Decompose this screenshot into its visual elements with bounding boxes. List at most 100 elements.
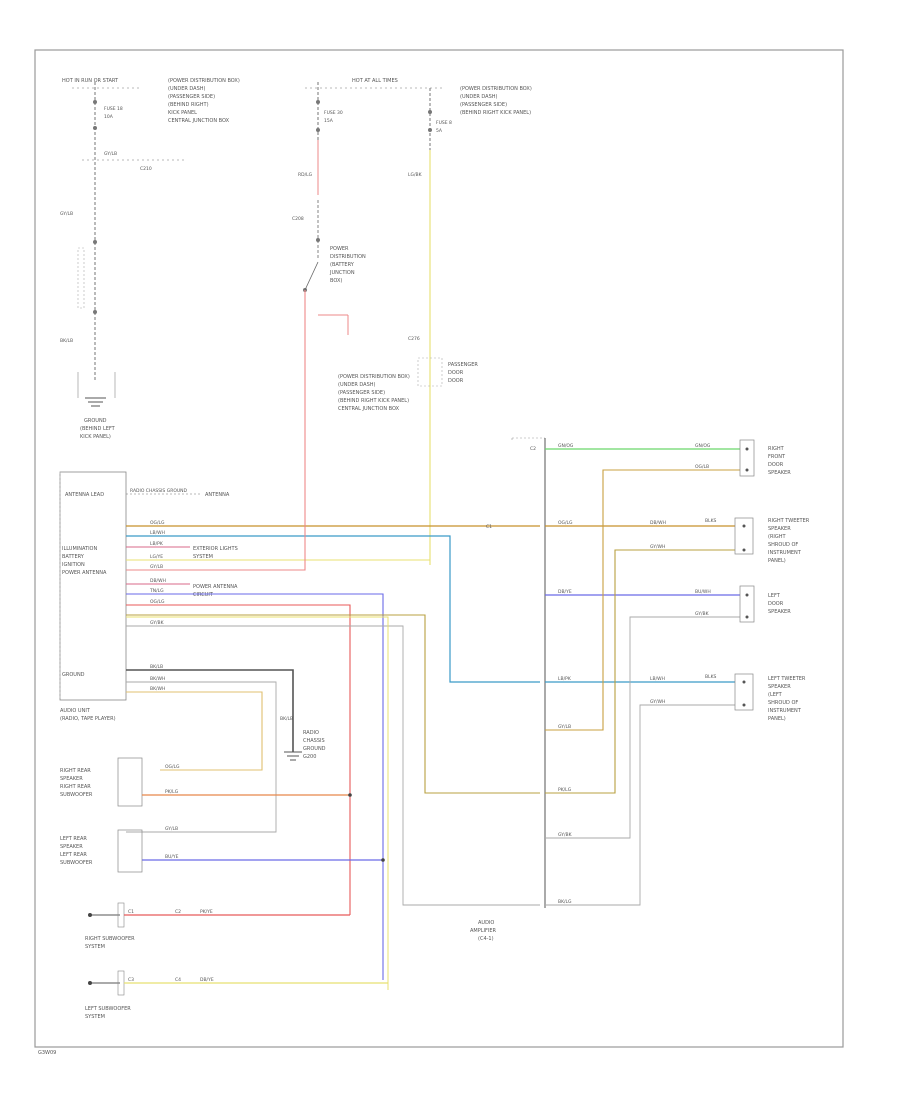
ground-device-1: CHASSIS [303, 738, 325, 744]
audio-unit-title: AUDIO UNIT [60, 708, 91, 714]
right-connector: C276 [408, 336, 420, 342]
left-connector: C210 [140, 166, 152, 172]
tr-tag: BLKS [705, 518, 717, 524]
amp-wire-2: DB/YE [558, 589, 572, 595]
radio-wire-7: OG/LG [150, 599, 165, 605]
rr-label-2: RIGHT REAR [60, 784, 91, 790]
middle-fuse-rating: 15A [324, 118, 334, 124]
amp-wire-0: GN/OG [558, 443, 574, 449]
middle-note-1: (UNDER DASH) [338, 382, 376, 388]
left-note-0: (POWER DISTRIBUTION BOX) [168, 78, 240, 84]
sub-left-wire: DB/YE [200, 977, 214, 983]
right-speakers: RIGHT FRONT DOOR SPEAKER GN/OG OG/LB BLK… [650, 439, 810, 722]
left-ground-label-2: KICK PANEL) [80, 434, 111, 440]
left-note-3: (BEHIND RIGHT) [168, 102, 209, 108]
amp-wire-5: PK/LG [558, 787, 572, 793]
middle-relay-note-0: POWER [330, 246, 349, 252]
radio-wire-4: GY/LB [150, 564, 163, 570]
left-wire-2: GY/LB [60, 211, 73, 217]
radio-wire-1: LB/WH [150, 530, 165, 536]
ground-device-0: RADIO [303, 730, 319, 736]
middle-relay-note-1: DISTRIBUTION [330, 254, 366, 260]
middle-connector: C208 [292, 216, 304, 222]
amp-wire-4: GY/LB [558, 724, 571, 730]
amp-conn-right: C2 [530, 446, 536, 452]
antenna-lead-label: ANTENNA LEAD [65, 492, 104, 498]
rl-wire-1: BU/YE [165, 854, 179, 860]
audio-amplifier: C1 C2 AUDIO AMPLIFIER (C4-1) GN/OG OG/LG… [470, 437, 740, 942]
left-fuse-id: FUSE 18 [104, 106, 123, 112]
middle-wire: RD/LG [298, 172, 313, 178]
amp-wire-3: LB/PK [558, 676, 572, 682]
right-note-0: (POWER DISTRIBUTION BOX) [460, 86, 532, 92]
audio-unit-body [59, 471, 127, 701]
ground-device-3: G200 [303, 754, 316, 760]
radio-pin-battery: BATTERY [62, 554, 85, 560]
audio-unit: ANTENNA LEAD RADIO CHASSIS GROUND ANTENN… [59, 290, 540, 990]
tl-label-1: SPEAKER [768, 684, 791, 690]
right-device-0: PASSENGER [448, 362, 478, 368]
tr-label-2: (RIGHT [768, 534, 787, 540]
fr-label-0: RIGHT [768, 446, 785, 452]
rr-label-0: RIGHT REAR [60, 768, 91, 774]
amp-wire-6: GY/BK [558, 832, 573, 838]
ground-device-2: GROUND [303, 746, 326, 752]
callout-circuit: CIRCUIT [193, 592, 214, 598]
sub-right-label-1: SYSTEM [85, 944, 105, 950]
middle-note-0: (POWER DISTRIBUTION BOX) [338, 374, 410, 380]
middle-note-2: (PASSENGER SIDE) [338, 390, 385, 396]
antenna-wire: RADIO CHASSIS GROUND [130, 488, 188, 494]
fr-label-3: SPEAKER [768, 470, 791, 476]
radio-wire-8: GY/BK [150, 620, 165, 626]
tl-label-0: LEFT TWEETER [768, 676, 806, 682]
tl-wire-1: GY/WH [650, 699, 665, 705]
left-note-5: CENTRAL JUNCTION BOX [168, 118, 230, 124]
rear-speakers-left-side: RIGHT REAR SPEAKER RIGHT REAR SUBWOOFER … [60, 757, 388, 1020]
rl-label-0: LEFT REAR [60, 836, 87, 842]
tr-label-0: RIGHT TWEETER [768, 518, 810, 524]
callout-exterior-lights: EXTERIOR LIGHTS [193, 546, 238, 552]
left-note-1: (UNDER DASH) [168, 86, 206, 92]
radio-wire-6: TN/LG [149, 588, 164, 594]
rl-label-1: SPEAKER [60, 844, 83, 850]
fl-label-0: LEFT [768, 593, 781, 599]
left-note-2: (PASSENGER SIDE) [168, 94, 215, 100]
power-feed-right: FUSE 8 5A (POWER DISTRIBUTION BOX) (UNDE… [408, 86, 532, 565]
audio-unit-subtitle: (RADIO, TAPE PLAYER) [60, 716, 116, 722]
power-feed-middle: HOT AT ALL TIMES FUSE 30 15A RD/LG C208 … [292, 78, 445, 412]
tl-label-3: SHROUD OF [768, 700, 798, 706]
right-fuse-rating: 5A [436, 128, 443, 134]
tr-label-1: SPEAKER [768, 526, 791, 532]
rr-label-1: SPEAKER [60, 776, 83, 782]
fr-wire-0: GN/OG [695, 443, 711, 449]
tr-label-3: SHROUD OF [768, 542, 798, 548]
amp-subtitle: AMPLIFIER [470, 928, 497, 934]
radio-ground-wire-0: BK/LB [150, 664, 163, 670]
power-feed-left: HOT IN RUN OR START FUSE 18 10A (POWER D… [60, 78, 240, 440]
rr-wire-1: PK/LG [165, 789, 179, 795]
fl-wire-1: GY/BK [695, 611, 710, 617]
radio-ground-drop-label: BK/LB [280, 716, 293, 722]
radio-ground-label: GROUND [62, 672, 85, 678]
radio-wire-5: DB/WH [150, 578, 166, 584]
rl-wire-0: GY/LB [165, 826, 178, 832]
middle-relay-note-2: (BATTERY [330, 262, 355, 268]
left-note-4: KICK PANEL [168, 110, 197, 116]
right-wire: LG/BK [408, 172, 423, 178]
tr-wire-0: DB/WH [650, 520, 666, 526]
tr-label-4: INSTRUMENT [768, 550, 802, 556]
left-ground-label-0: GROUND [84, 418, 107, 424]
rl-label-3: SUBWOOFER [60, 860, 93, 866]
sub-right-wire: PK/YE [200, 909, 213, 915]
fl-wire-0: BU/WH [695, 589, 711, 595]
tl-label-2: (LEFT [768, 692, 783, 698]
diagram-frame [34, 49, 844, 1048]
radio-pin-power-antenna: POWER ANTENNA [62, 570, 107, 576]
left-fuse-rating: 10A [104, 114, 114, 120]
tl-tag: BLKS [705, 674, 717, 680]
radio-wire-3: LG/YE [150, 554, 163, 560]
tl-wire-0: LB/WH [650, 676, 665, 682]
antenna-dest: ANTENNA [205, 492, 230, 498]
tl-label-5: PANEL) [768, 716, 786, 722]
tr-wire-1: GY/WH [650, 544, 665, 550]
